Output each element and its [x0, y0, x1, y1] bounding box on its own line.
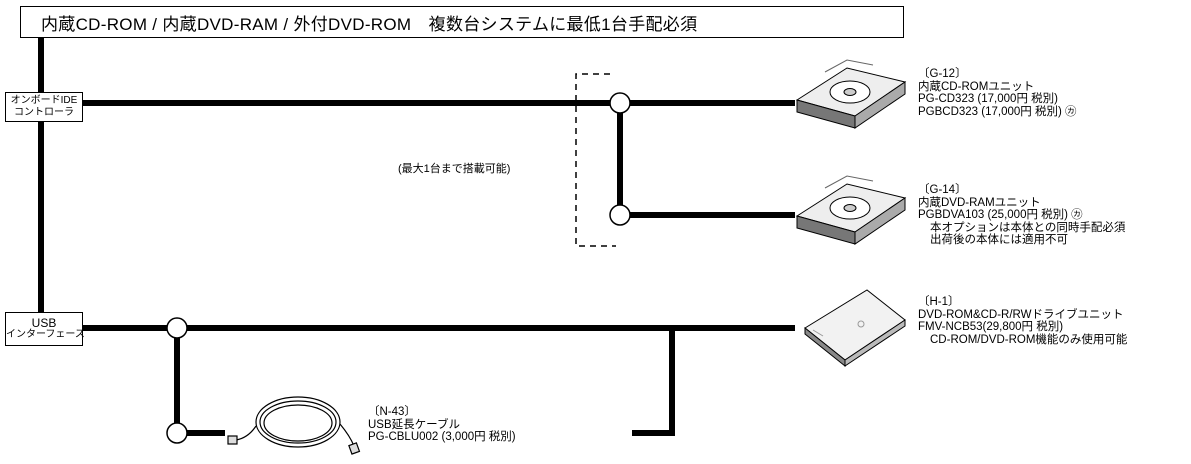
ide-controller-line1: オンボードIDE	[10, 95, 78, 106]
ide-controller-line2: コントローラ	[14, 107, 74, 118]
junction-cable	[166, 422, 188, 444]
max-one-bracket	[575, 73, 616, 247]
product-n43: 〔N-43〕 USB延長ケーブル PG-CBLU002 (3,000円 税別)	[368, 406, 516, 444]
cd-rom-drive-icon	[795, 59, 907, 129]
product-price: PG-CBLU002 (3,000円 税別)	[368, 431, 516, 443]
product-code: 〔G-14〕	[918, 184, 967, 196]
product-g12: 〔G-12〕 内蔵CD-ROMユニット PG-CD323 (17,000円 税別…	[918, 68, 1077, 118]
external-dvd-drive-icon	[804, 289, 906, 368]
product-note: 本オプションは本体との同時手配必須	[930, 221, 1126, 234]
junction-dvdram	[609, 204, 631, 226]
product-price: PGBCD323 (17,000円 税別) ㋕	[918, 105, 1077, 118]
product-price: FMV-NCB53(29,800円 税別)	[918, 321, 1064, 333]
usb-interface-box: USB インターフェース	[5, 312, 85, 346]
product-price: PGBDVA103 (25,000円 税別) ㋕	[918, 209, 1083, 221]
junction-ide	[609, 92, 631, 114]
max-one-note: (最大1台まで搭載可能)	[398, 163, 511, 175]
product-note: 出荷後の本体には適用不可	[930, 234, 1068, 246]
product-note: CD-ROM/DVD-ROM機能のみ使用可能	[930, 333, 1128, 346]
usb-cable-icon	[227, 396, 361, 455]
product-code: 〔N-43〕	[368, 406, 416, 418]
junction-usb	[166, 317, 188, 339]
product-price: PG-CD323 (17,000円 税別)	[918, 93, 1058, 105]
dvd-ram-drive-icon	[795, 175, 907, 245]
product-name: 内蔵CD-ROMユニット	[918, 80, 1035, 93]
product-g14: 〔G-14〕 内蔵DVD-RAMユニット PGBDVA103 (25,000円 …	[918, 184, 1125, 247]
product-name: 内蔵DVD-RAMユニット	[918, 196, 1041, 209]
product-h1: 〔H-1〕 DVD-ROM&CD-R/RWドライブユニット FMV-NCB53(…	[918, 296, 1127, 346]
product-code: 〔G-12〕	[918, 68, 967, 80]
usb-interface-line2: インターフェース	[6, 329, 85, 340]
product-code: 〔H-1〕	[918, 296, 960, 308]
usb-interface-line1: USB	[31, 316, 57, 330]
ide-controller-box: オンボードIDE コントローラ	[5, 92, 83, 122]
product-name: USB延長ケーブル	[368, 418, 460, 431]
header-title: 内蔵CD-ROM / 内蔵DVD-RAM / 外付DVD-ROM 複数台システム…	[20, 6, 904, 38]
product-name: DVD-ROM&CD-R/RWドライブユニット	[918, 308, 1124, 321]
